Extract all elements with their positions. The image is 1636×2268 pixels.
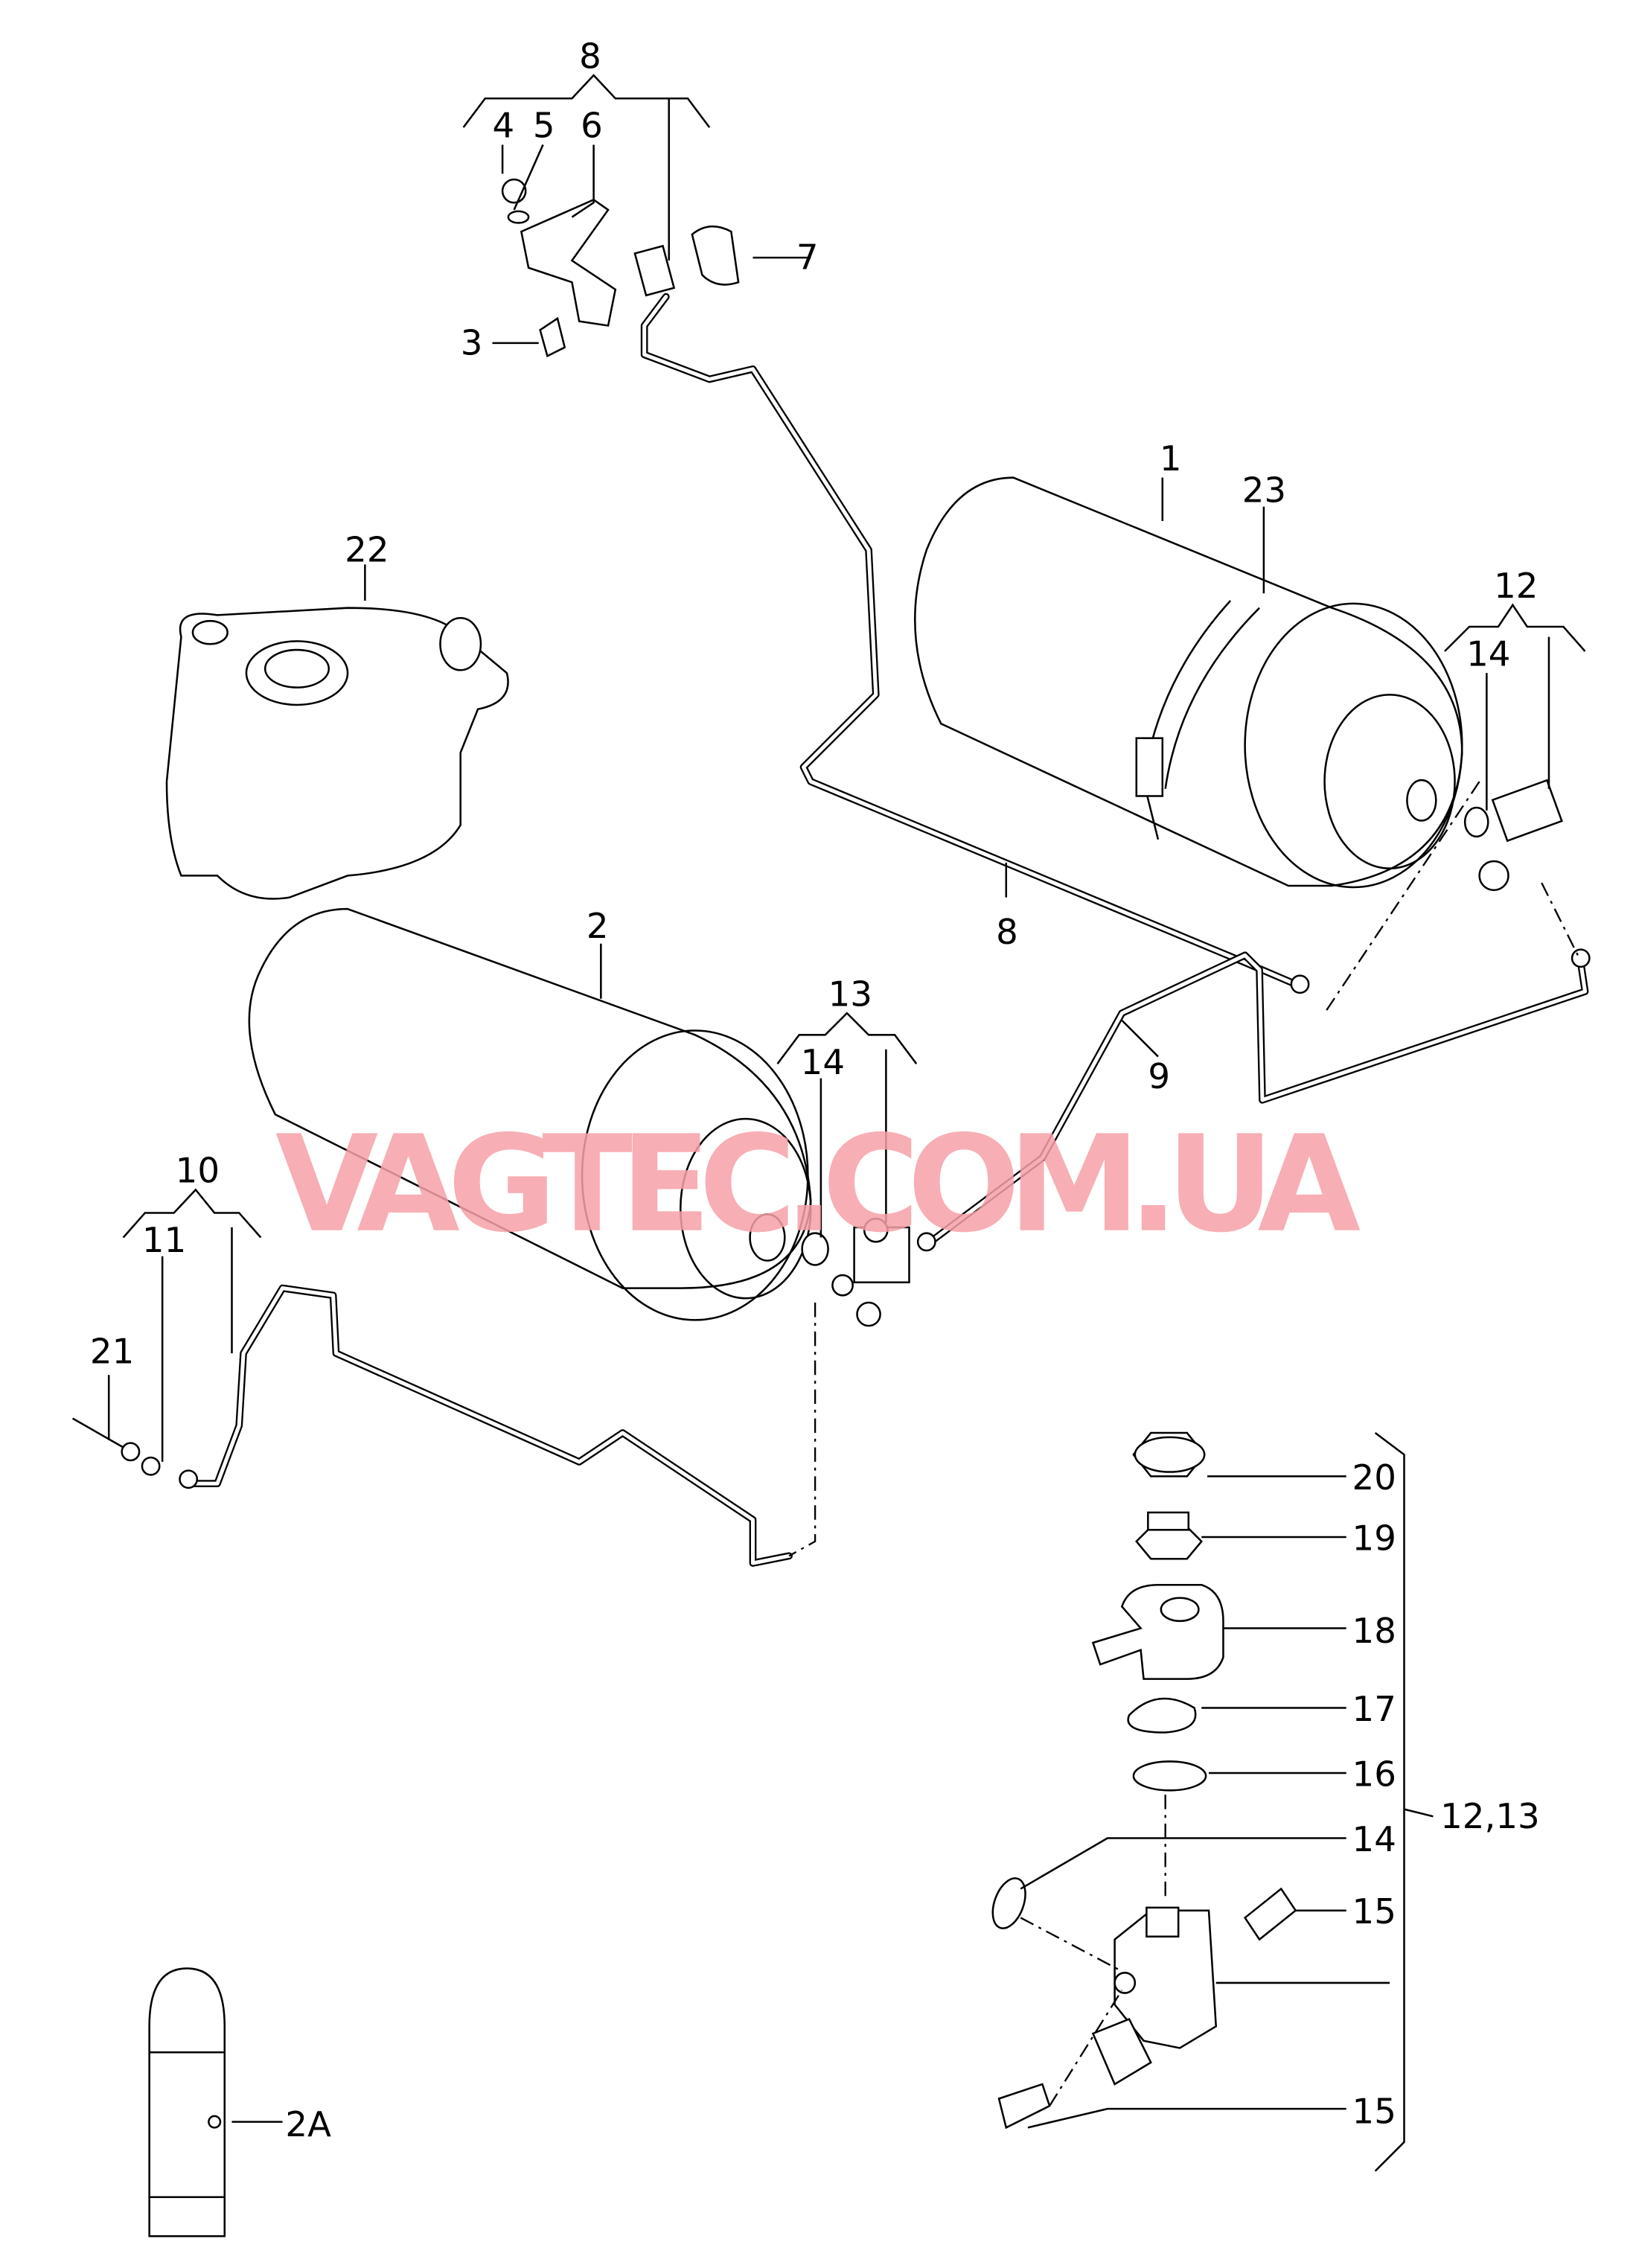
label-9: 9 bbox=[1148, 1057, 1170, 1097]
label-2: 2 bbox=[587, 907, 609, 947]
label-19: 19 bbox=[1352, 1519, 1396, 1559]
label-5: 5 bbox=[533, 106, 555, 147]
label-22: 22 bbox=[345, 530, 389, 570]
label-15-b: 15 bbox=[1352, 2092, 1396, 2133]
label-1: 1 bbox=[1160, 439, 1182, 479]
tank-2a bbox=[148, 1967, 226, 2237]
label-13: 13 bbox=[828, 974, 872, 1015]
pressure-tank-1 bbox=[914, 476, 1463, 889]
label-14-b: 14 bbox=[801, 1043, 845, 1083]
valve-exploded-detail bbox=[991, 1431, 1434, 2172]
label-14-a: 14 bbox=[1466, 634, 1510, 674]
valve-block-13 bbox=[788, 1217, 936, 1557]
label-21: 21 bbox=[90, 1332, 134, 1373]
label-23: 23 bbox=[1242, 471, 1286, 511]
label-8-top: 8 bbox=[579, 36, 601, 77]
pipe-10 bbox=[71, 1284, 793, 1567]
label-8-pipe: 8 bbox=[996, 913, 1018, 953]
label-14-c: 14 bbox=[1352, 1820, 1396, 1860]
label-7: 7 bbox=[796, 238, 819, 278]
reservoir-22 bbox=[165, 607, 509, 900]
pressure-tank-2 bbox=[248, 907, 829, 1321]
label-17: 17 bbox=[1352, 1690, 1396, 1730]
valve-block-12 bbox=[1290, 779, 1591, 1014]
label-12-13: 12,13 bbox=[1440, 1797, 1540, 1837]
label-4: 4 bbox=[492, 106, 514, 147]
label-18: 18 bbox=[1352, 1611, 1396, 1652]
pipe-8 bbox=[640, 293, 1300, 988]
label-15-a: 15 bbox=[1352, 1892, 1396, 1932]
label-10: 10 bbox=[176, 1151, 220, 1192]
label-12: 12 bbox=[1494, 566, 1538, 607]
label-6: 6 bbox=[581, 106, 603, 147]
pipe-9 bbox=[922, 951, 1589, 1249]
label-11: 11 bbox=[142, 1221, 186, 1261]
label-3: 3 bbox=[461, 323, 483, 363]
bracket-assembly bbox=[501, 178, 740, 358]
label-2a: 2A bbox=[285, 2105, 331, 2145]
label-16: 16 bbox=[1352, 1754, 1396, 1795]
label-20: 20 bbox=[1352, 1458, 1396, 1498]
callout-labels: 1 2 2A 3 4 5 6 7 8 8 9 10 11 12 13 14 14… bbox=[90, 36, 1540, 2145]
leader-lines bbox=[107, 74, 1586, 2129]
